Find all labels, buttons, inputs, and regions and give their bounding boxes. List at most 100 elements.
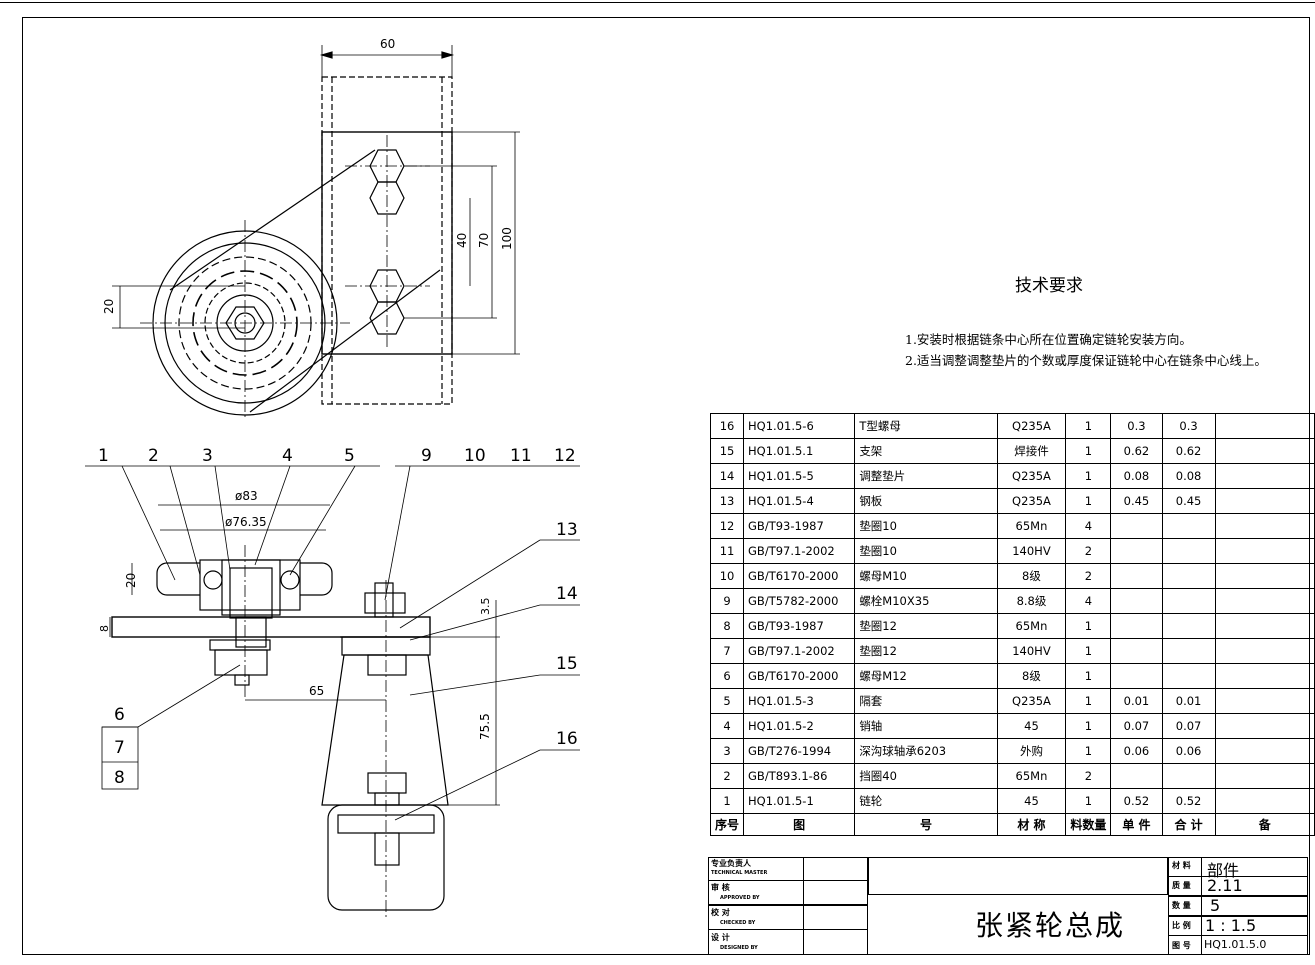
bom-cell-mat: 65Mn — [996, 763, 1067, 789]
bom-cell-no: 11 — [709, 538, 745, 564]
bom-cell-mat: Q235A — [996, 413, 1067, 439]
bom-cell-total — [1161, 638, 1216, 664]
bom-cell-note — [1214, 663, 1315, 689]
bom-cell-note — [1214, 788, 1315, 814]
balloon-10: 10 — [464, 446, 486, 466]
balloon-15: 15 — [556, 654, 578, 674]
bom-cell-code: HQ1.01.5-2 — [743, 713, 856, 739]
bom-cell-code: HQ1.01.5-5 — [743, 463, 856, 489]
bom-cell-note — [1214, 413, 1315, 439]
dim-40: 40 — [455, 233, 469, 248]
bom-cell-total: 0.52 — [1161, 788, 1216, 814]
bom-cell-note — [1214, 613, 1315, 639]
balloon-2: 2 — [148, 446, 159, 466]
bom-cell-note — [1214, 463, 1315, 489]
m12-nut — [214, 649, 268, 676]
bom-cell-name: 螺栓M10X35 — [854, 588, 998, 614]
bom-cell-note — [1214, 738, 1315, 764]
bom-header-mat: 材 称 — [996, 813, 1067, 836]
bom-cell-mat: 65Mn — [996, 513, 1067, 539]
bom-cell-note — [1214, 588, 1315, 614]
bom-cell-unit: 0.01 — [1110, 688, 1163, 714]
bom-cell-total: 0.07 — [1161, 713, 1216, 739]
tb-material: 部件 — [1207, 861, 1240, 880]
bom-cell-name: 调整垫片 — [854, 463, 998, 489]
bom-cell-name: 钢板 — [854, 488, 998, 514]
bom-cell-total — [1161, 538, 1216, 564]
bom-cell-note — [1214, 563, 1315, 589]
bom-cell-no: 15 — [709, 438, 745, 464]
bom-cell-name: 垫圈10 — [854, 513, 998, 539]
bom-cell-code: GB/T893.1-86 — [743, 763, 856, 789]
bom-cell-unit — [1110, 588, 1163, 614]
bom-cell-qty: 4 — [1065, 588, 1112, 614]
bom-header-code: 图 — [743, 813, 856, 836]
tb-weight: 2.11 — [1207, 876, 1243, 895]
balloon-7: 7 — [114, 738, 125, 758]
dim-75-5: 75.5 — [478, 713, 492, 740]
bom-cell-total — [1161, 613, 1216, 639]
dim-65: 65 — [309, 684, 324, 698]
bom-cell-mat: 140HV — [996, 538, 1067, 564]
bom-cell-total: 0.3 — [1161, 413, 1216, 439]
balloon-16: 16 — [556, 729, 578, 749]
bom-cell-unit: 0.06 — [1110, 738, 1163, 764]
bom-cell-name: 垫圈12 — [854, 638, 998, 664]
t-nut-frame — [327, 804, 445, 911]
bom-cell-mat: 焊接件 — [996, 438, 1067, 464]
bom-cell-no: 6 — [709, 663, 745, 689]
tb-label-checked: 校 对 — [711, 908, 730, 917]
bom-cell-code: GB/T93-1987 — [743, 513, 856, 539]
bom-cell-unit — [1110, 538, 1163, 564]
tb-label-chief: 专业负责人 — [711, 859, 751, 868]
tb-drawing-no: HQ1.01.5.0 — [1204, 938, 1267, 951]
top-border-line — [0, 2, 1315, 3]
dim-3-5: 3.5 — [479, 598, 492, 616]
dim-60: 60 — [380, 37, 395, 51]
bom-cell-name: 挡圈40 — [854, 763, 998, 789]
balloon-4: 4 — [282, 446, 293, 466]
tech-requirement-1: 1.安装时根据链条中心所在位置确定链轮安装方向。 — [905, 332, 1192, 347]
bom-cell-qty: 1 — [1065, 663, 1112, 689]
bom-cell-unit: 0.3 — [1110, 413, 1163, 439]
drawing-name: 张紧轮总成 — [975, 909, 1126, 942]
balloon-11: 11 — [510, 446, 532, 466]
bom-cell-unit — [1110, 513, 1163, 539]
bom-cell-code: HQ1.01.5-3 — [743, 688, 856, 714]
bom-cell-qty: 1 — [1065, 638, 1112, 664]
bom-cell-no: 1 — [709, 788, 745, 814]
bom-cell-total — [1161, 663, 1216, 689]
bom-cell-total — [1161, 563, 1216, 589]
bracket-plate — [321, 131, 453, 355]
bom-cell-code: HQ1.01.5-1 — [743, 788, 856, 814]
bom-cell-qty: 2 — [1065, 538, 1112, 564]
bom-cell-code: GB/T93-1987 — [743, 613, 856, 639]
bracket-support — [321, 654, 449, 806]
bom-cell-name: T型螺母 — [854, 413, 998, 439]
bom-cell-qty: 4 — [1065, 513, 1112, 539]
bom-cell-mat: 140HV — [996, 638, 1067, 664]
bom-cell-total: 0.45 — [1161, 488, 1216, 514]
bearing-ball-right — [280, 570, 300, 590]
bom-cell-mat: 8级 — [996, 563, 1067, 589]
bom-cell-total: 0.08 — [1161, 463, 1216, 489]
bearing-ball-left — [203, 570, 223, 590]
balloon-6: 6 — [114, 705, 125, 725]
bom-cell-no: 9 — [709, 588, 745, 614]
bom-cell-no: 12 — [709, 513, 745, 539]
bom-cell-mat: 外购 — [996, 738, 1067, 764]
bom-cell-code: GB/T97.1-2002 — [743, 538, 856, 564]
bom-cell-no: 7 — [709, 638, 745, 664]
bom-cell-code: GB/T5782-2000 — [743, 588, 856, 614]
bom-cell-code: GB/T6170-2000 — [743, 563, 856, 589]
tb-label-designed: 设 计 — [711, 933, 730, 942]
